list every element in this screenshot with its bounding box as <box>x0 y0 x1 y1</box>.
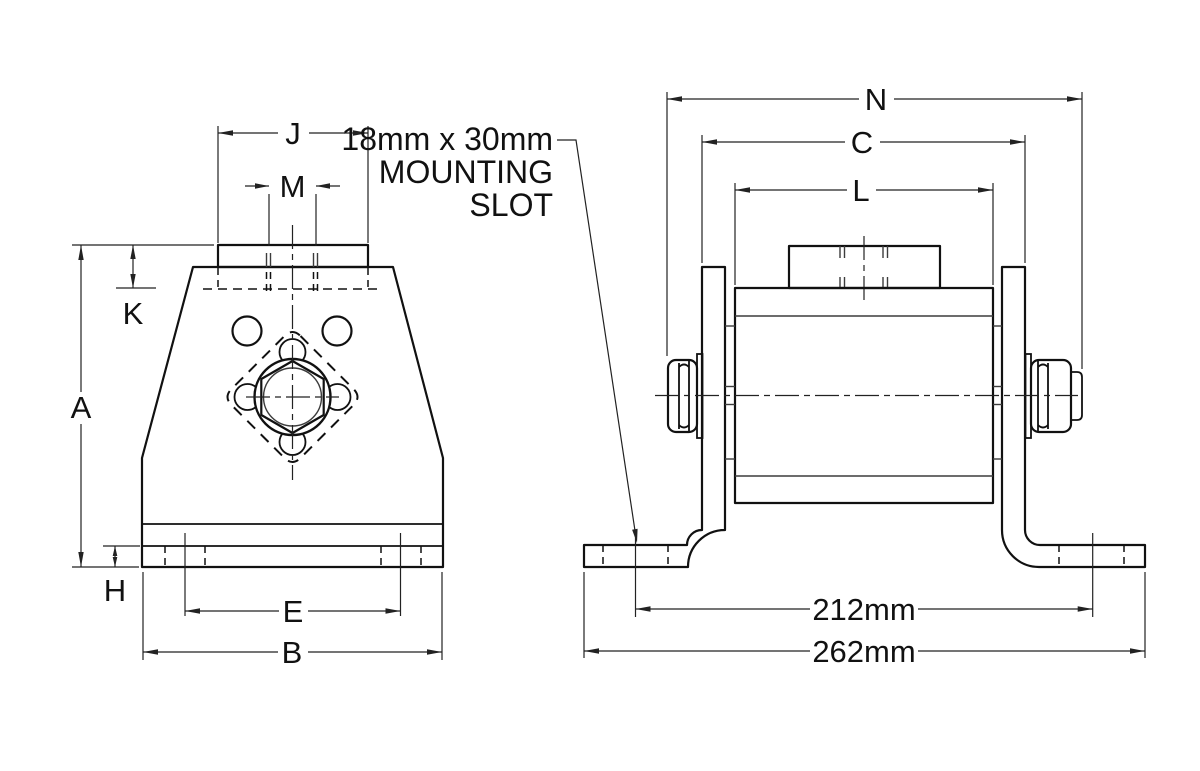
front-view <box>140 225 445 616</box>
dim-m: M <box>245 169 340 246</box>
dim-label-l: L <box>852 173 869 208</box>
upper-hole <box>231 315 263 347</box>
front-body-outline <box>140 265 445 569</box>
right-bracket <box>1000 265 1147 569</box>
dim-a: A <box>71 244 214 568</box>
dim-label-j: J <box>285 116 301 151</box>
side-view <box>582 236 1147 617</box>
annotation-leader-arrow <box>632 528 638 543</box>
annotation-line3: SLOT <box>469 187 553 223</box>
dim-b: B <box>142 572 443 670</box>
annotation-leader-line <box>557 139 637 541</box>
front-dimensions: J M A K <box>71 116 443 670</box>
dim-label-n: N <box>865 82 887 117</box>
dim-n: N <box>666 82 1083 369</box>
bolt-end <box>1070 371 1083 421</box>
dim-212: 212mm <box>635 592 1093 627</box>
dim-label-k: K <box>123 296 144 331</box>
dim-label-h: H <box>104 573 126 608</box>
annotation-line2: MOUNTING <box>379 154 553 190</box>
dim-label-a: A <box>71 390 92 425</box>
upper-hole <box>321 315 353 347</box>
dim-l: L <box>734 173 994 285</box>
dim-label-262: 262mm <box>812 634 915 669</box>
nut-chamfer <box>678 424 690 429</box>
annotation-line1: 18mm x 30mm <box>341 121 553 157</box>
dim-j: J <box>217 116 369 243</box>
dim-label-m: M <box>280 169 306 204</box>
nut-chamfer <box>1037 363 1049 368</box>
dim-label-b: B <box>282 635 303 670</box>
side-dimensions: N C L 212mm <box>583 82 1146 669</box>
dim-c: C <box>701 125 1026 263</box>
dim-label-c: C <box>851 125 873 160</box>
dim-label-e: E <box>283 594 304 629</box>
dim-262: 262mm <box>583 572 1146 669</box>
dim-e: E <box>185 594 401 629</box>
dim-k: K <box>116 245 156 331</box>
annotation-mounting-slot: 18mm x 30mm MOUNTING SLOT <box>341 121 638 543</box>
front-diamond-flange <box>226 331 359 463</box>
nut-chamfer <box>1037 424 1049 429</box>
left-bracket <box>582 265 727 569</box>
dim-h: H <box>103 545 140 608</box>
dim-label-212: 212mm <box>812 592 915 627</box>
nut-chamfer <box>678 363 690 368</box>
